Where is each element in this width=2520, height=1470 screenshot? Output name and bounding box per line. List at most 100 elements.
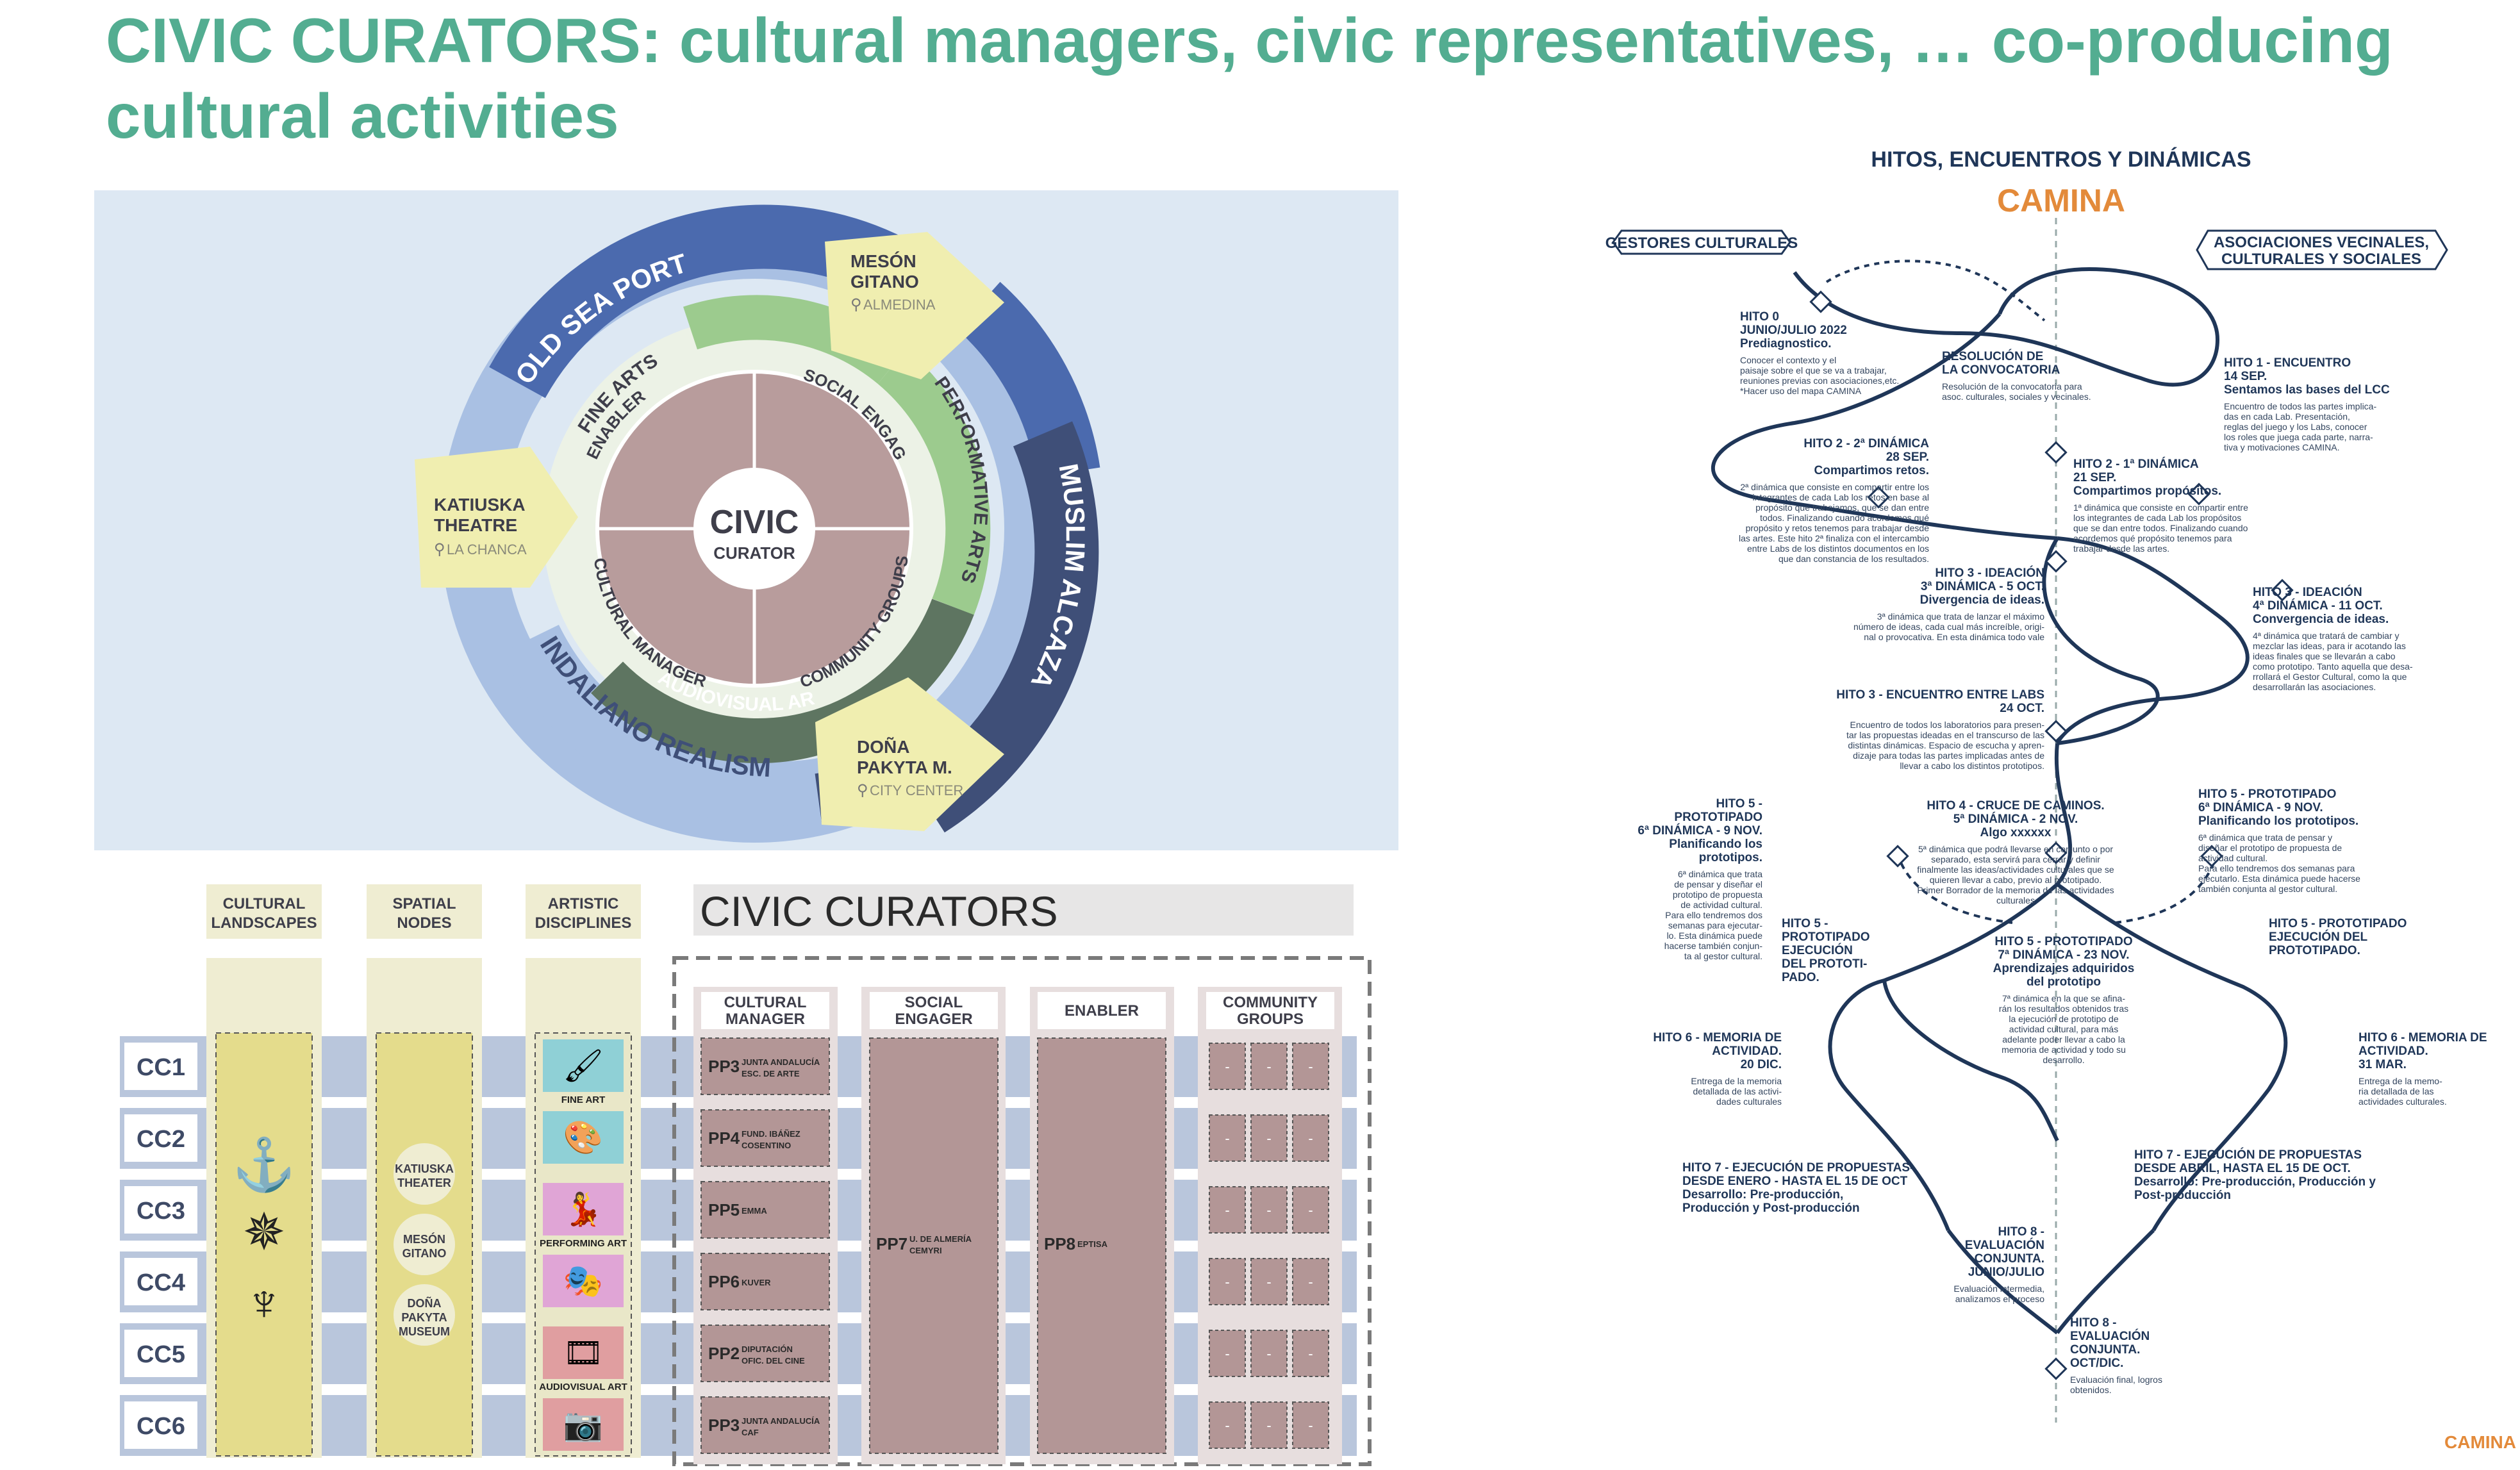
- milestone-line: Convergencia de ideas.: [2253, 613, 2389, 626]
- milestone-title: HITO 3 - IDEACIÓN: [1935, 566, 2044, 580]
- milestone-line: PROTOTIPADO: [1782, 930, 1870, 944]
- milestone-line: Compartimos retos.: [1814, 464, 1929, 477]
- discipline-label-audiovisual-art: AUDIOVISUAL ART: [539, 1382, 627, 1392]
- milestone-line: Sentamos las bases del LCC: [2224, 383, 2390, 397]
- milestone-description: Para ello tendremos dos: [1665, 910, 1762, 920]
- camera-icon: 📷: [563, 1407, 603, 1442]
- svg-text:EMMA: EMMA: [742, 1206, 767, 1216]
- milestone-description: Para ello tendremos dos semanas para: [2198, 863, 2355, 873]
- milestone-line: 6ª DINÁMICA - 9 NOV.: [1637, 823, 1762, 838]
- milestone-description: Resolución de la convocatoria para: [1942, 381, 2082, 392]
- milestone-description: paisaje sobre el que se va a trabajar,: [1740, 365, 1887, 376]
- milestone-description: actividad cultural.: [2198, 853, 2267, 863]
- manager-code: PP6: [708, 1272, 740, 1291]
- milestone-title: HITO 6 - MEMORIA DE: [2358, 1031, 2487, 1045]
- milestone-description: número de ideas, cada cual más increíble…: [1853, 622, 2044, 632]
- role-header-cultural-manager: CULTURAL: [724, 994, 807, 1011]
- milestone-line: DESDE ENERO - HASTA EL 15 DE OCT: [1682, 1175, 1908, 1188]
- civic-curators-matrix: CC1 CC2 CC3 CC4 CC5 CC6 CULTURAL LANDSCA…: [94, 871, 1398, 1470]
- milestone-description: rán los resultados obtenidos tras: [1999, 1003, 2128, 1014]
- wheel-center-line2: CURATOR: [713, 543, 795, 563]
- community-dash: -: [1266, 1274, 1271, 1290]
- discipline-label-performing-art: PERFORMING ART: [540, 1238, 627, 1249]
- node-dona-pakyta: DOÑA: [408, 1296, 442, 1310]
- indalo-icon: ♆: [245, 1274, 283, 1331]
- svg-text:ENGAGER: ENGAGER: [895, 1011, 972, 1028]
- milestone-description: dades culturales: [1716, 1096, 1782, 1107]
- svg-text:THEATER: THEATER: [397, 1177, 451, 1189]
- community-dash: -: [1308, 1417, 1313, 1433]
- community-cell: [1250, 1258, 1288, 1305]
- place-dona-pakyta: DOÑA PAKYTA M. ⚲ CITY CENTER: [815, 677, 1004, 831]
- camina-logo: CAMINA: [1997, 183, 2125, 219]
- node-katiuska: KATIUSKA: [395, 1162, 454, 1175]
- place-katiuska-theatre: KATIUSKA THEATRE ⚲ LA CHANCA: [415, 447, 578, 588]
- milestone-description: 6ª dinámica que trata: [1678, 869, 1762, 879]
- row-label: CC1: [137, 1054, 185, 1081]
- role-header-enabler: ENABLER: [1065, 1002, 1139, 1020]
- svg-text:PAKYTA: PAKYTA: [401, 1311, 447, 1324]
- milestone-description: diseñar el prototipo de propuesta de: [2198, 843, 2342, 853]
- svg-text:ALMEDINA: ALMEDINA: [863, 297, 936, 313]
- milestone-line: 6ª DINÁMICA - 9 NOV.: [2198, 800, 2323, 814]
- svg-text:DOÑA: DOÑA: [857, 737, 909, 757]
- svg-text:GESTORES CULTURALES: GESTORES CULTURALES: [1605, 235, 1798, 252]
- svg-text:DISCIPLINES: DISCIPLINES: [535, 914, 632, 932]
- milestone-title: HITO 2 - 1ª DINÁMICA: [2073, 457, 2199, 471]
- milestone-description: finalmente las ideas/actividades cultura…: [1917, 864, 2114, 875]
- milestone-description: de pensar y diseñar el: [1674, 879, 1762, 889]
- milestone-title: HITO 8 -: [1998, 1225, 2045, 1239]
- row-label: CC2: [137, 1126, 185, 1153]
- milestone-description: semanas para ejecutar-: [1668, 920, 1762, 930]
- svg-text:GITANO: GITANO: [850, 272, 919, 292]
- svg-text:GROUPS: GROUPS: [1237, 1011, 1304, 1028]
- location-pin-icon: ⚲: [857, 782, 868, 799]
- svg-text:U. DE ALMERÍA: U. DE ALMERÍA: [909, 1234, 972, 1244]
- milestone-description: 7ª dinámica en la que se afina-: [2002, 993, 2125, 1003]
- milestone-description: tiva y motivaciones CAMINA.: [2224, 442, 2340, 452]
- milestone-description: como prototipo. Tanto aquella que desa-: [2253, 661, 2413, 672]
- milestone-line: 5ª DINÁMICA - 2 NOV.: [1953, 812, 2078, 826]
- milestone-line: EVALUACIÓN: [2070, 1329, 2150, 1343]
- tag-gestores-culturales: GESTORES CULTURALES: [1605, 229, 1798, 255]
- svg-text:EPTISA: EPTISA: [1077, 1239, 1108, 1249]
- svg-text:CAF: CAF: [742, 1428, 759, 1437]
- svg-text:OFIC. DEL CINE: OFIC. DEL CINE: [742, 1356, 805, 1366]
- milestone-description: desarrollo.: [2043, 1055, 2084, 1065]
- milestone-description: todos. Finalizando cuando acordemos qué: [1760, 513, 1929, 523]
- milestone-line: Prediagnostico.: [1740, 337, 1832, 351]
- svg-text:LA CHANCA: LA CHANCA: [447, 541, 527, 557]
- community-cell: [1209, 1258, 1246, 1305]
- svg-text:MANAGER: MANAGER: [725, 1011, 805, 1028]
- milestone-description: separado, esta servirá para cerrar y def…: [1931, 854, 2100, 864]
- svg-text:ESC. DE ARTE: ESC. DE ARTE: [742, 1069, 800, 1078]
- milestone-line: prototipos.: [1699, 851, 1762, 864]
- community-cell: [1209, 1043, 1246, 1090]
- svg-text:MESÓN: MESÓN: [850, 251, 916, 271]
- row-label: CC6: [137, 1413, 185, 1440]
- community-dash: -: [1266, 1346, 1271, 1362]
- svg-text:CULTURALES Y SOCIALES: CULTURALES Y SOCIALES: [2221, 251, 2421, 268]
- row-label: CC3: [137, 1198, 185, 1225]
- milestone-description: las artes. Este hito 2ª finaliza con el …: [1739, 533, 1929, 543]
- milestone-description: detallada de las activi-: [1693, 1086, 1782, 1096]
- svg-text:DIPUTACIÓN: DIPUTACIÓN: [742, 1344, 793, 1354]
- community-cell: [1250, 1114, 1288, 1162]
- community-dash: -: [1266, 1130, 1271, 1146]
- svg-text:CEMYRI: CEMYRI: [909, 1246, 942, 1255]
- milestone-description: también conjunta al gestor cultural.: [2198, 884, 2337, 894]
- milestone-description: lo. Esta dinámica puede: [1667, 930, 1763, 941]
- milestone-description: ejecutarlo. Esta dinámica puede hacerse: [2198, 873, 2360, 884]
- node-meson-gitano: MESÓN: [403, 1232, 445, 1246]
- header-artistic-disciplines: ARTISTIC: [548, 895, 619, 913]
- svg-text:LANDSCAPES: LANDSCAPES: [211, 914, 317, 932]
- milestone-description: 4ª dinámica que tratará de cambiar y: [2253, 631, 2400, 641]
- milestone-line: 14 SEP.: [2224, 370, 2267, 383]
- milestone-description: *Hacer uso del mapa CAMINA: [1740, 386, 1862, 396]
- milestone-description: reglas del juego y los Labs, conocer: [2224, 422, 2367, 432]
- milestone-description: ideas finales que se llevarán a cabo: [2253, 651, 2396, 661]
- community-dash: -: [1225, 1346, 1229, 1362]
- milestone-description: Evaluación final, logros: [2070, 1375, 2162, 1385]
- milestone-description: tar las propuestas ideadas en el transcu…: [1846, 730, 2044, 740]
- milestone-title: HITO 5 -: [1782, 917, 1828, 930]
